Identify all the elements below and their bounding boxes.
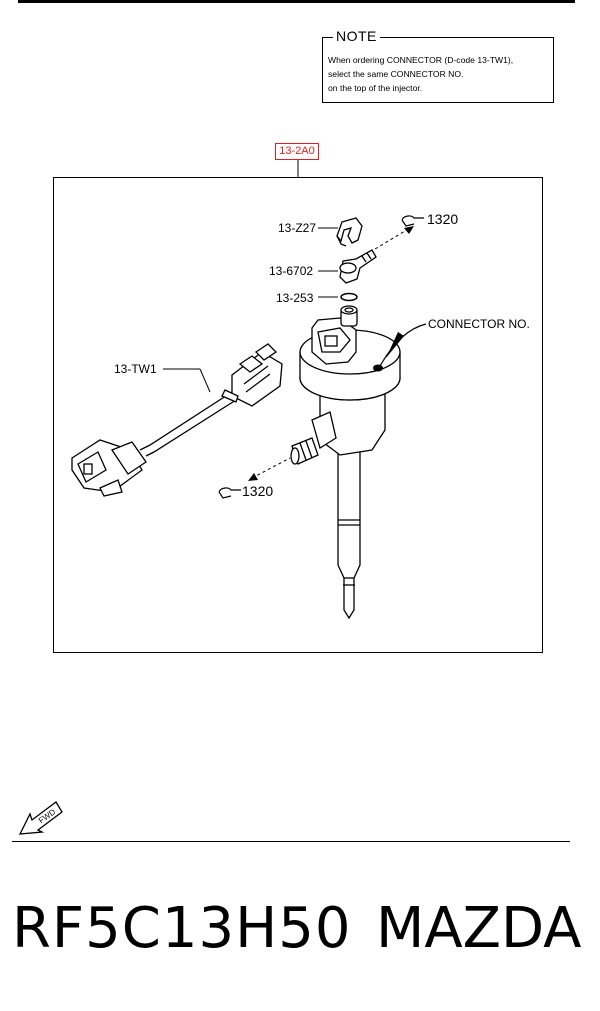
injector-part bbox=[290, 305, 401, 620]
callout-fitting[interactable]: 13-6702 bbox=[269, 264, 314, 278]
diagram-frame bbox=[53, 177, 543, 653]
callout-harness[interactable]: 13-TW1 bbox=[114, 362, 157, 376]
note-title: NOTE bbox=[333, 28, 380, 44]
note-box: NOTE When ordering CONNECTOR (D-code 13-… bbox=[322, 28, 554, 103]
note-line-1: When ordering CONNECTOR (D-code 13-TW1), bbox=[328, 55, 514, 65]
note-line-3: on the top of the injector. bbox=[328, 83, 423, 93]
assembly-code-link[interactable]: 13-2A0 bbox=[275, 143, 319, 160]
callout-clip[interactable]: 13-Z27 bbox=[278, 221, 317, 235]
clip-part bbox=[336, 217, 363, 247]
ref-1320-lower[interactable]: 1320 bbox=[242, 483, 274, 499]
callout-connector-no: CONNECTOR NO. bbox=[428, 317, 530, 331]
ref-1320-upper[interactable]: 1320 bbox=[427, 211, 459, 227]
callout-o-ring[interactable]: 13-253 bbox=[276, 291, 314, 305]
top-rule bbox=[18, 0, 575, 3]
o-ring-part bbox=[340, 292, 358, 302]
ref-pointer-icon bbox=[218, 215, 424, 499]
fwd-arrow-icon: FWD bbox=[18, 801, 63, 835]
bottom-rule bbox=[12, 841, 570, 842]
part-number: RF5C13H50 bbox=[12, 896, 352, 961]
fitting-part bbox=[339, 249, 377, 284]
brand-name: MAZDA bbox=[376, 896, 582, 961]
harness-part bbox=[71, 343, 283, 497]
note-line-2: select the same CONNECTOR NO. bbox=[328, 69, 464, 79]
